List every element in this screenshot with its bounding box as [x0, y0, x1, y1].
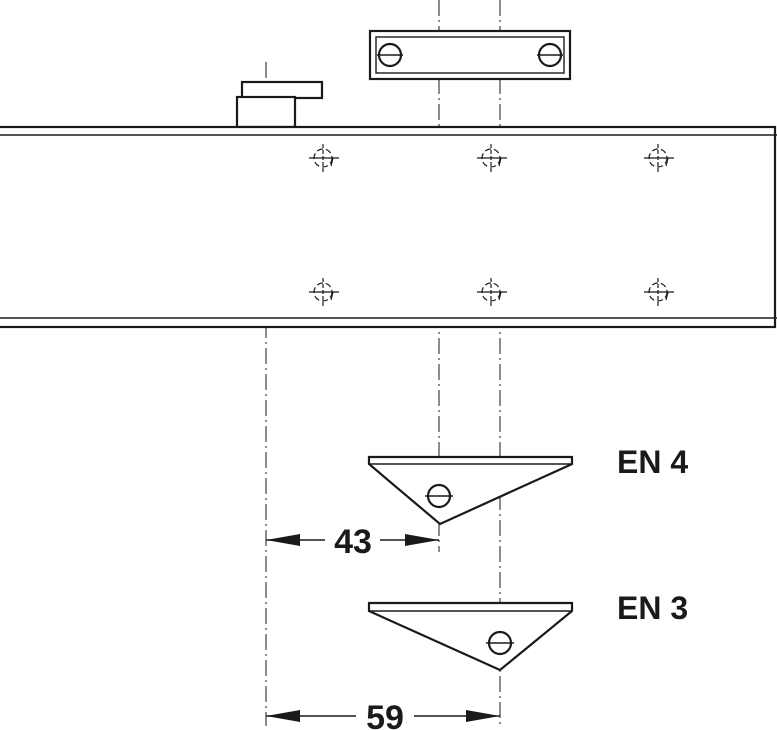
- screw-hole-symbol: [309, 144, 339, 172]
- en4-bracket: [367, 455, 574, 526]
- top-mounting-plate: [368, 29, 572, 81]
- screw-hole-symbol: [644, 278, 674, 306]
- label-en4: EN 4: [617, 444, 688, 480]
- dimension-arrow-right: [466, 710, 500, 722]
- dimension-arrow-right: [405, 534, 439, 546]
- dimension-en4-value: 43: [334, 523, 372, 561]
- closer-body: [0, 125, 777, 329]
- screw-hole-symbol: [644, 144, 674, 172]
- dimension-arrow-left: [266, 534, 300, 546]
- screw-holes: [309, 144, 674, 306]
- screw-hole-symbol: [477, 144, 507, 172]
- en3-bracket: [367, 601, 574, 672]
- arm-spindle-fitting: [235, 80, 324, 129]
- label-en3: EN 3: [617, 590, 688, 626]
- dimension-en3: 59: [266, 699, 500, 730]
- dimension-en4: 43: [266, 523, 439, 561]
- screw-hole-symbol: [477, 278, 507, 306]
- screw-hole-symbol: [309, 278, 339, 306]
- dimension-en3-value: 59: [366, 699, 404, 730]
- dimension-arrow-left: [266, 710, 300, 722]
